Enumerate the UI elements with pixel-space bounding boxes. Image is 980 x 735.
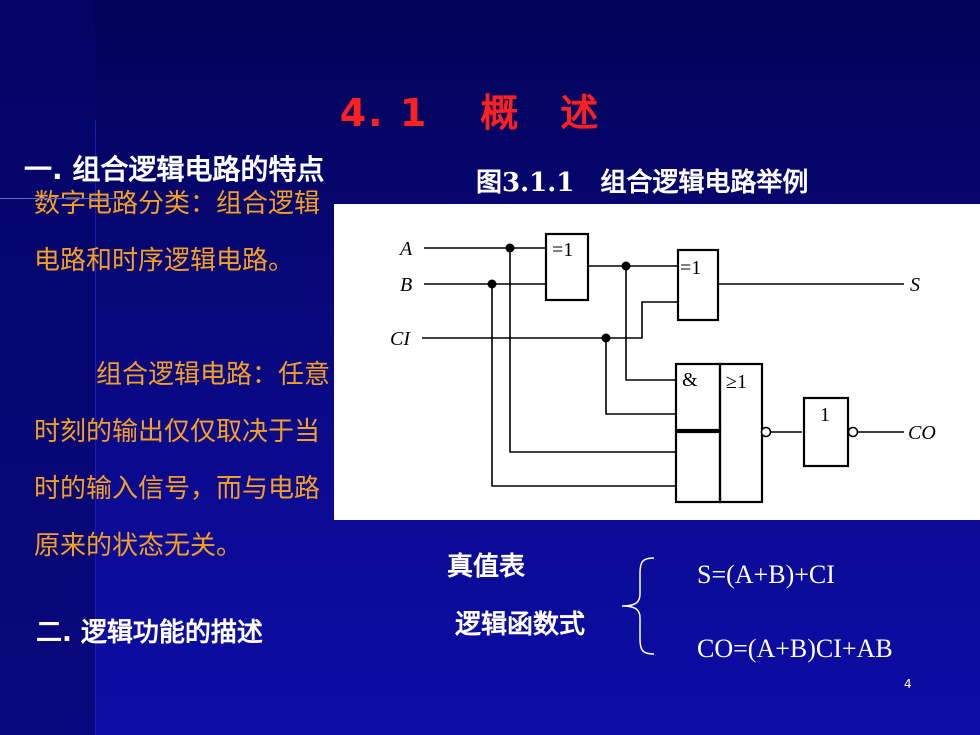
figure-caption: 图3.1.1 组合逻辑电路举例 — [476, 162, 808, 199]
label-a: A — [398, 238, 413, 260]
paragraph-classification: 数字电路分类：组合逻辑电路和时序逻辑电路。 — [34, 189, 321, 276]
page-number: 4 — [904, 677, 912, 691]
wire-and-in2 — [605, 338, 676, 415]
xor1-gate — [544, 232, 590, 302]
paragraph-definition: 组合逻辑电路：任意时刻的输出仅仅取决于当时的输入信号，而与电路原来的状态无关。 — [34, 347, 330, 575]
section2-heading: 二. 逻辑功能的描述 — [36, 618, 263, 648]
decorative-vertical-line — [95, 120, 96, 735]
formula-sum: S=(A+B)+CI — [697, 560, 835, 589]
circuit-diagram: A B CI S CO =1 =1 & ≥1 1 — [334, 204, 980, 520]
title-text: 概 述 — [480, 91, 601, 135]
junction-xor1 — [621, 261, 631, 271]
truth-table-label: 真值表 — [447, 552, 526, 582]
junction-ci — [601, 333, 611, 343]
label-b: B — [400, 274, 412, 296]
circuit-svg: A B CI S CO =1 =1 & ≥1 1 — [390, 232, 936, 504]
or-symbol: ≥1 — [726, 371, 747, 393]
label-co: CO — [908, 422, 936, 444]
slide-title: 4. 1 概 述 — [0, 82, 940, 137]
wire-and2-in2 — [491, 284, 676, 487]
paragraph-definition-text: 组合逻辑电路：任意时刻的输出仅仅取决于当时的输入信号，而与电路原来的状态无关。 — [34, 360, 331, 561]
section1-heading: 一. 组合逻辑电路的特点 — [24, 153, 325, 186]
not-symbol: 1 — [820, 404, 830, 426]
label-s: S — [910, 274, 920, 296]
xor2-symbol: =1 — [680, 257, 701, 279]
wire-ci-xor2 — [606, 301, 678, 339]
wire-and-in1 — [625, 266, 676, 381]
xor1-symbol: =1 — [552, 239, 573, 261]
figure-caption-text: 组合逻辑电路举例 — [600, 168, 809, 198]
title-number: 4. 1 — [339, 91, 429, 135]
xor2-gate — [676, 248, 720, 322]
figure-caption-number: 图3.1.1 — [476, 168, 575, 198]
junction-b — [487, 279, 497, 289]
label-ci: CI — [390, 328, 411, 350]
and-symbol: & — [682, 369, 698, 391]
decorative-line — [0, 198, 120, 199]
and2-gate — [674, 430, 722, 504]
logic-function-label: 逻辑函数式 — [455, 610, 586, 640]
junction-a — [505, 243, 515, 253]
formula-carry: CO=(A+B)CI+AB — [697, 634, 893, 663]
curly-brace — [621, 557, 655, 655]
or-inversion-bubble — [760, 426, 772, 438]
left-band — [0, 0, 95, 735]
not-inversion-bubble — [847, 426, 859, 438]
wire-and2-in1 — [509, 248, 676, 453]
